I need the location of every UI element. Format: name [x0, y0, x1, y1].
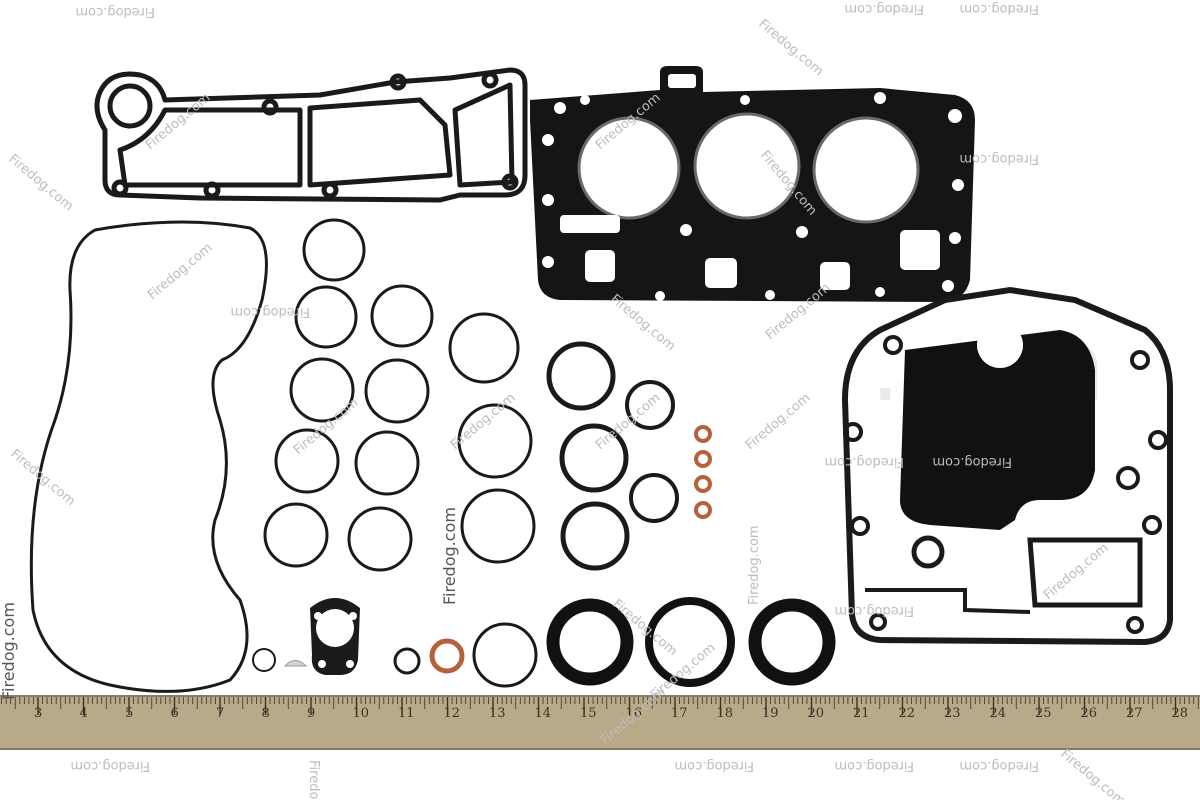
- ruler-number: 17: [671, 706, 688, 721]
- woodruff-key: [283, 660, 308, 667]
- watermark-text: Firedog.com: [959, 758, 1039, 773]
- watermark-text: Firedog.com: [230, 304, 310, 319]
- ruler-number: 7: [216, 706, 224, 721]
- watermark-text: Firedog.com: [5, 152, 76, 215]
- ruler-number: 10: [353, 706, 370, 721]
- ruler-number: 5: [125, 706, 133, 721]
- o-ring-set: [252, 218, 679, 688]
- ruler-number: 13: [489, 706, 506, 721]
- ruler-numbers: 3 4 5 6 7 8 9 10 11 12 13 14 15 16 17 18 19 20 21 22 23 24 25 2…: [34, 706, 1188, 721]
- watermark-text: Firedog.com: [1057, 747, 1128, 800]
- watermark-text: Firedog.com: [824, 454, 904, 469]
- watermark-text: Firedog.com: [75, 4, 155, 19]
- ruler-number: 16: [626, 706, 643, 721]
- ruler-number: 27: [1126, 706, 1143, 721]
- ruler-number: 28: [1172, 706, 1189, 721]
- ruler-number: 18: [717, 706, 734, 721]
- watermark-text: Firedog.com: [959, 1, 1039, 16]
- watermark-text: Firedog.com: [844, 1, 924, 16]
- watermark-text: Firedog.com: [743, 390, 814, 453]
- ruler-number: 25: [1035, 706, 1052, 721]
- watermark-text: Firedog.com: [0, 602, 18, 700]
- watermark-text: Firedog.com: [834, 758, 914, 773]
- ruler-number: 22: [899, 706, 916, 721]
- watermark-text: Firedog.com: [932, 454, 1012, 469]
- ruler-ticks: [1, 697, 1199, 715]
- watermark-text: Firedog.com: [291, 395, 362, 458]
- ruler-number: 26: [1081, 706, 1098, 721]
- watermark-text: Firedog.com: [448, 390, 519, 453]
- watermark-text: Firedog.com: [747, 525, 762, 605]
- ruler-number: 8: [262, 706, 270, 721]
- measuring-ruler: 3 4 5 6 7 8 9 10 11 12 13 14 15 16 17 18 19 20 21 22 23 24 25 2…: [0, 695, 1200, 750]
- ruler-number: 12: [444, 706, 461, 721]
- ruler-number: 15: [580, 706, 597, 721]
- ruler-number: 24: [990, 706, 1007, 721]
- ruler-number: 20: [808, 706, 825, 721]
- watermark-text: Firedog.com: [1041, 540, 1112, 603]
- ruler-number: 23: [944, 706, 961, 721]
- exhaust-cover-gasket: [94, 67, 528, 203]
- cylinder-head-gasket: [530, 66, 975, 302]
- ruler-number: 14: [535, 706, 552, 721]
- watermark-text: Firedog.com: [834, 603, 914, 618]
- ruler-number: 6: [171, 706, 179, 721]
- copper-washers: [429, 425, 712, 674]
- ruler-number: 9: [307, 706, 315, 721]
- watermark-text: Firedog.com: [70, 758, 150, 773]
- watermark-text: Firedog.com: [440, 507, 459, 605]
- watermark-text: Firedog.com: [674, 758, 754, 773]
- watermark-text: Firedog.com: [145, 240, 216, 303]
- exhaust-manifold-gasket: [841, 286, 1173, 646]
- ruler-number: 4: [80, 706, 88, 721]
- ruler-number: 19: [762, 706, 779, 721]
- watermark-text: Firedog.com: [755, 17, 826, 80]
- watermark-text: Firedog.com: [306, 760, 321, 800]
- ruler-number: 21: [853, 706, 870, 721]
- watermark-text: Firedog.com: [959, 151, 1039, 166]
- ruler-number: 11: [398, 706, 415, 721]
- watermark-text: Firedog.com: [607, 292, 678, 355]
- ruler-number: 3: [34, 706, 42, 721]
- cover-seal-loop: [29, 220, 268, 693]
- thermostat-gasket: [310, 598, 360, 675]
- oil-seals: [546, 597, 836, 687]
